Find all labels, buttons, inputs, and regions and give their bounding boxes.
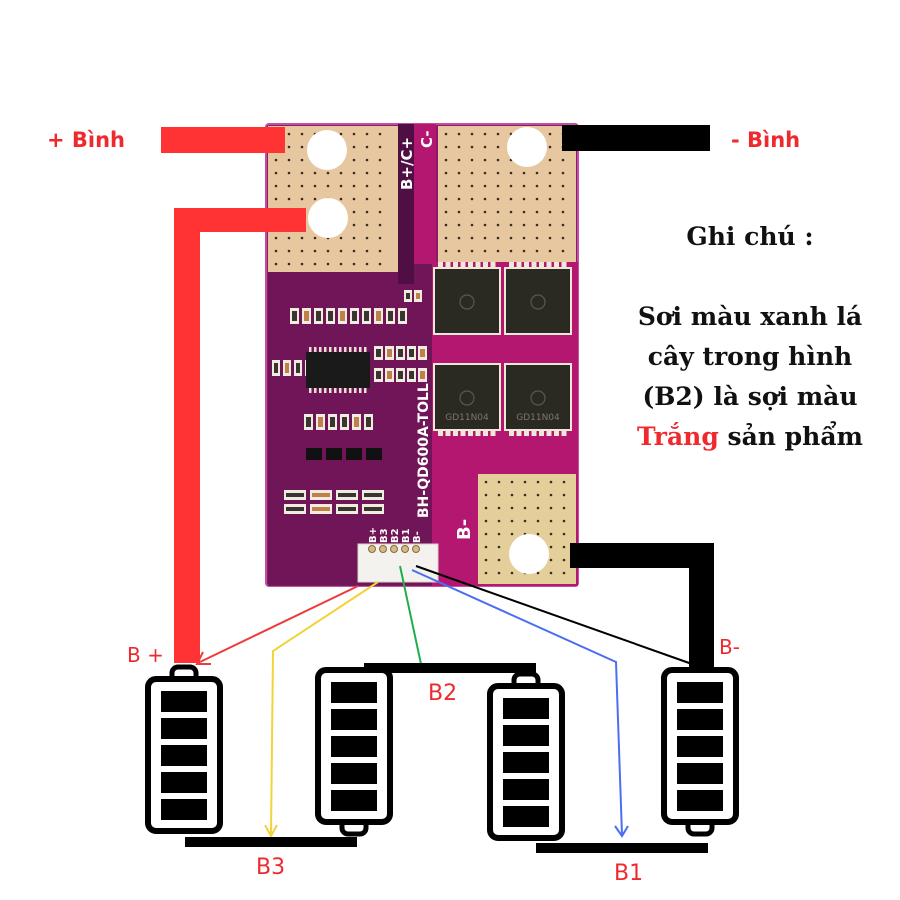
connector-pin-label: B2 (390, 528, 401, 543)
battery-level-bar (677, 682, 723, 703)
battery-cell-3 (487, 671, 565, 841)
connector-pin-label: B+ (368, 527, 379, 543)
wire-bplus-balance (199, 585, 359, 663)
mount-hole-bplus-top (307, 130, 347, 170)
battery-level-bar (503, 698, 549, 719)
pcb-label-bminus: B- (454, 519, 475, 540)
battery-cell-1 (145, 664, 223, 834)
battery-level-bar (161, 772, 207, 793)
label-neg-battery: - Bình (731, 128, 800, 152)
connector-pin-label: B- (412, 531, 423, 543)
note-line-1: Sơi màu xanh lá (637, 302, 863, 331)
resistor-row-bottom-a (284, 490, 384, 500)
arrowhead-bplus (195, 651, 211, 665)
battery-level-bar (331, 763, 377, 784)
wire-neg-battery (562, 125, 710, 151)
label-bminus: B- (719, 635, 740, 659)
note-title: Ghi chú : (686, 222, 814, 251)
balance-wires (195, 565, 693, 839)
note-line-4: Trắng sản phẩm (600, 417, 900, 457)
arrowhead-b1 (614, 825, 629, 838)
mosfet-1 (433, 262, 501, 335)
battery-level-bar (677, 709, 723, 730)
battery-cell-4 (661, 667, 739, 837)
label-b2: B2 (428, 681, 457, 706)
note-line-2: cây trong hình (647, 342, 853, 371)
battery-level-bar (677, 763, 723, 784)
battery-level-bar (161, 745, 207, 766)
wire-b2-balance (399, 565, 422, 665)
arrowhead-b3 (264, 824, 278, 839)
label-b3: B3 (256, 855, 285, 880)
battery-level-bar (503, 806, 549, 827)
battery-level-bar (161, 718, 207, 739)
pcb-model-label: BH-QD600A-TOLL (416, 383, 432, 518)
wire-b3-balance (270, 581, 379, 836)
wire-bminus-main (570, 543, 714, 668)
mosfet-array: GD11N04 GD11N04 (433, 262, 572, 436)
pcb-label-bplus-cplus: B+/C+ (398, 137, 416, 190)
mosfet-marking: GD11N04 (445, 413, 489, 423)
note-body: Sơi màu xanh lá cây trong hình (B2) là s… (600, 297, 900, 457)
battery-level-bar (503, 752, 549, 773)
bms-pcb-board: B+/C+ C- GD11N04 GD11N04 BH-QD600A-TOLL B… (265, 123, 579, 587)
busbar-b2 (364, 663, 536, 673)
smd-components (272, 290, 427, 514)
label-b1: B1 (614, 861, 643, 886)
note-highlight-white: Trắng (637, 422, 719, 451)
battery-level-bar (331, 682, 377, 703)
resistor-row-bottom-b (284, 504, 384, 514)
battery-level-bar (161, 691, 207, 712)
connector-pin-label: B3 (379, 528, 390, 543)
resistor-row-right-b (374, 368, 427, 382)
transistor-row (306, 448, 382, 460)
label-pos-battery: + Bình (47, 128, 125, 152)
battery-level-bar (331, 790, 377, 811)
note-line-4-rest: sản phẩm (718, 422, 863, 451)
pcb-label-cminus: C- (418, 130, 436, 148)
battery-cell-2 (315, 667, 393, 837)
connector-pin-label: B1 (401, 528, 412, 543)
battery-level-bar (161, 799, 207, 820)
mosfet-4: GD11N04 (504, 363, 572, 436)
mosfet-marking: GD11N04 (516, 413, 560, 423)
wire-pos-battery (161, 127, 285, 153)
mount-hole-cminus (507, 127, 547, 167)
mosfet-3: GD11N04 (433, 363, 501, 436)
battery-level-bar (331, 709, 377, 730)
connector-pin (412, 545, 420, 553)
label-bplus: B + (127, 643, 164, 667)
busbar-b3 (185, 837, 357, 847)
wire-bminus-balance (415, 565, 693, 665)
mount-hole-bplus-bottom (308, 198, 348, 238)
connector-pin (390, 545, 398, 553)
busbar-b1 (536, 843, 708, 853)
battery-level-bar (677, 736, 723, 757)
resistor-row-mid (304, 414, 373, 430)
wire-b1-balance (411, 569, 623, 836)
connector-pin (379, 545, 387, 553)
wire-bplus-main (174, 208, 306, 663)
mount-hole-bminus (509, 534, 549, 574)
resistor-row-right-a (374, 346, 427, 360)
mosfet-2 (504, 262, 572, 335)
connector-pin (368, 545, 376, 553)
battery-level-bar (677, 790, 723, 811)
resistor-row-top (290, 308, 407, 324)
battery-level-bar (503, 779, 549, 800)
battery-level-bar (503, 725, 549, 746)
diode-pair (404, 290, 422, 302)
connector-pin (401, 545, 409, 553)
note-line-3: (B2) là sợi màu (642, 382, 858, 411)
control-ic (306, 347, 370, 393)
note-panel: Ghi chú : Sơi màu xanh lá cây trong hình… (600, 222, 900, 457)
battery-level-bar (331, 736, 377, 757)
copper-pad-cminus (438, 126, 576, 262)
